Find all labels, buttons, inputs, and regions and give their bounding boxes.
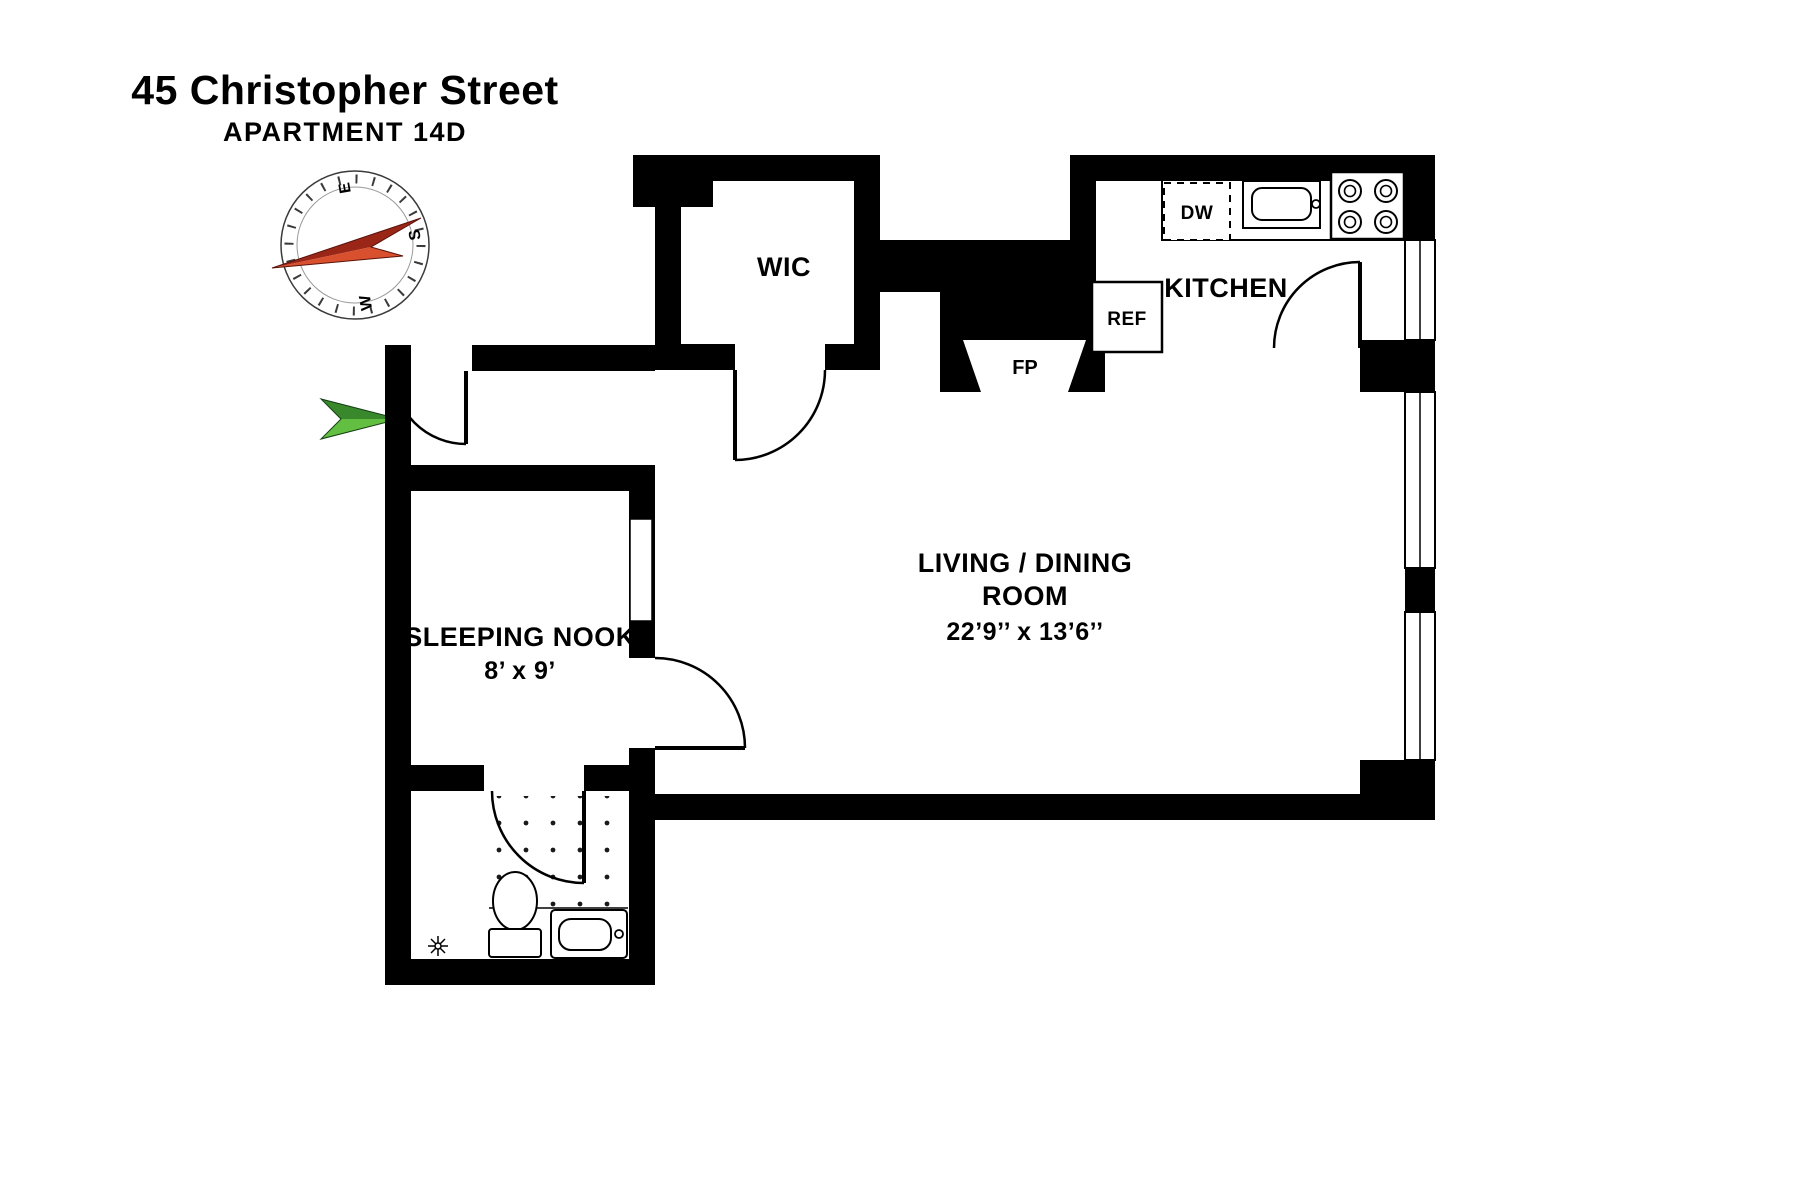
wall-segment [385,345,411,985]
burner-icon [1338,210,1362,234]
compass-outer-circle [280,170,430,320]
door-swing-arc [654,656,747,749]
burner-icon [1343,184,1357,198]
bathroom-sink [550,909,628,959]
wall-segment [385,465,655,491]
compass-rose: E S W [271,170,430,320]
window [1404,239,1436,341]
room-label-living-dining-line2: ROOM [982,581,1068,611]
bathroom-fixtures [428,871,628,959]
room-label-living-dining-line1: LIVING / DINING [918,548,1133,578]
compass-label-west: W [357,293,377,312]
compass-needle-icon [271,217,422,269]
wall-segment [854,240,1096,292]
wall-segment [385,959,655,985]
wall-segment [1070,155,1096,245]
compass-label-south: S [406,228,425,242]
kitchen-sink [1242,180,1321,229]
door-swing-arc [391,370,467,446]
fireplace: FP [963,340,1086,392]
burner-icon [1374,179,1398,203]
window [1404,611,1436,761]
room-label-sleeping-nook: SLEEPING NOOK [404,622,636,652]
counter-edge [1161,181,1405,241]
refrigerator-label: REF [1107,309,1147,330]
light-fixture-icon [428,936,448,956]
windows [1404,239,1436,761]
entrance-arrow-outline [319,398,400,440]
room-dimensions-living-dining: 22’9’’ x 13’6’’ [946,618,1103,646]
compass-inner-circle [296,186,414,304]
faucet-icon [1311,199,1321,209]
wall-segment [825,344,880,370]
wall-segment [385,765,484,791]
door-swing-arc [734,369,827,462]
wall-segment [854,155,880,370]
doors [391,260,1362,885]
closet-recess [629,518,653,622]
wall-segment [655,344,735,370]
dishwasher: DW [1163,182,1231,241]
wall-segment [633,155,713,207]
plan-title: 45 Christopher Street [131,67,558,113]
wall-segment [1360,340,1405,392]
fireplace-label: FP [1012,357,1038,379]
needle-outline [271,217,422,269]
burner-icon [1338,179,1362,203]
door-swing-arc [1272,260,1361,349]
room-label-wic: WIC [757,252,811,282]
stove [1329,170,1406,241]
plan-subtitle: APARTMENT 14D [223,117,467,147]
room-label-kitchen: KITCHEN [1164,273,1288,303]
fireplace-hearth [963,340,1086,392]
kitchen-fixtures: DW REF [1090,170,1406,354]
dishwasher-outline [1163,182,1231,241]
window [1404,391,1436,569]
wall-segment [472,345,655,371]
compass-tick-marks [284,174,426,316]
compass-label-east: E [336,181,355,195]
dishwasher-label: DW [1181,203,1214,224]
room-labels: WIC KITCHEN LIVING / DINING ROOM 22’9’’ … [404,252,1288,685]
wall-segment [629,794,1435,820]
room-dimensions-sleeping-nook: 8’ x 9’ [484,657,556,685]
burner-icon [1343,215,1357,229]
title-block: 45 Christopher Street APARTMENT 14D [131,67,558,147]
faucet-icon [614,929,624,939]
burner-icon [1374,210,1398,234]
toilet [488,871,542,958]
refrigerator: REF [1090,280,1164,354]
needle-light-half [272,247,403,268]
burner-icon [1379,184,1393,198]
entrance-arrow-icon [319,398,400,440]
door-swing-arc [490,790,585,885]
burner-icon [1379,215,1393,229]
